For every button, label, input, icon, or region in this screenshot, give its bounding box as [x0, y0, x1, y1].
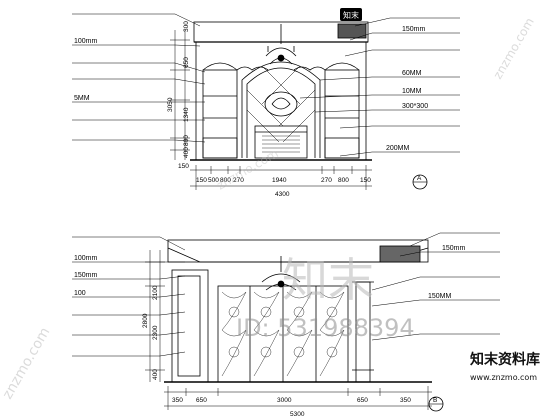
- left-valance: [236, 66, 269, 71]
- dim-b-bottom-1: 650: [196, 397, 207, 404]
- callout-b-right-3: 150MM: [428, 293, 452, 300]
- callout-b-left-2: 150mm: [74, 272, 98, 279]
- watermark-badge-text: 知末: [343, 10, 359, 20]
- right-base-cabinet: [324, 137, 360, 159]
- left-cabinet-crown: [202, 62, 238, 71]
- callout-a-right-3: 60MM: [402, 70, 422, 77]
- dim-a-bottom-2: 800: [220, 177, 231, 184]
- dim-a-bottom-7: 150: [360, 177, 371, 184]
- dim-a-bottom-4: 1940: [272, 177, 287, 184]
- ceiling-b-hatch: [379, 245, 421, 263]
- right-valance: [293, 66, 326, 71]
- dim-b-bottom-3: 650: [357, 397, 368, 404]
- elevation-b-left-callouts: 100mm 150mm 100: [74, 255, 98, 297]
- ceiling-cornice-hatch: [337, 23, 367, 39]
- watermark-site-name: 知末资料库: [470, 351, 540, 368]
- center-arch-inner: [246, 67, 316, 158]
- elevation-a-leaders: [72, 13, 460, 157]
- central-ornament: [264, 91, 298, 117]
- dim-a-vert-0: 3050: [167, 97, 174, 112]
- dim-b-vert-0: 2800: [142, 313, 149, 328]
- elevation-b: [164, 239, 432, 383]
- screen-ornament: [221, 291, 345, 377]
- dim-a-bottom-3: 270: [233, 177, 244, 184]
- left-base-cabinet: [202, 137, 238, 159]
- callout-a-right-4: 10MM: [402, 88, 422, 95]
- dim-a-overall: 4300: [275, 191, 290, 198]
- tag-b-number: B: [433, 397, 437, 404]
- watermark-diag-center: znzmo.com: [215, 146, 281, 192]
- ornament-detail: [271, 97, 291, 110]
- elevation-b-dimension-text: 2800 2100 2300 400 350 650 3000 650 350 …: [142, 285, 411, 418]
- callout-a-right-7: 200MM: [386, 145, 410, 152]
- elevation-a-dimension-text: 300 650 3050 1340 800 400 150 150 500 80…: [167, 21, 371, 198]
- dim-a-top-0: 300: [183, 21, 190, 32]
- watermark-diag-right-top: znzmo.com: [490, 15, 536, 81]
- center-arch: [241, 61, 321, 158]
- chandelier-a: [265, 24, 297, 65]
- callout-a-right-5: 300*300: [402, 103, 428, 110]
- callout-a-left-4: 5MM: [74, 95, 90, 102]
- left-cabinet: [202, 69, 238, 159]
- callout-a-right-1: 150mm: [402, 26, 426, 33]
- dim-b-overall: 5300: [290, 411, 305, 418]
- elevation-a-right-callouts: 150mm 60MM 10MM 300*300 200MM: [386, 26, 428, 152]
- elevation-a-tag: A: [412, 174, 428, 190]
- callout-b-right-1: 150mm: [442, 245, 466, 252]
- elevation-b-tag: B: [428, 396, 444, 412]
- dim-a-vert-3: 400: [183, 147, 190, 158]
- callout-a-left-1: 100mm: [74, 38, 98, 45]
- dim-a-vert-1: 1340: [183, 107, 190, 122]
- callout-b-left-1: 100mm: [74, 255, 98, 262]
- watermark-layer: 知末 知末 ID: 531988394 知末资料库 www.znzmo.com …: [0, 8, 540, 402]
- watermark-badge-icon: [340, 8, 362, 21]
- dim-b-bottom-0: 350: [172, 397, 183, 404]
- dim-a-top-1: 650: [183, 57, 190, 68]
- dim-b-bottom-2: 3000: [277, 397, 292, 404]
- elevation-b-right-callouts: 150mm 150MM: [428, 245, 466, 300]
- right-cabinet: [324, 69, 360, 159]
- dim-b-bottom-4: 350: [400, 397, 411, 404]
- console-cabinet: [254, 125, 308, 159]
- dim-b-vert-2: 2300: [152, 325, 159, 340]
- left-wall-panel: [171, 269, 209, 383]
- dim-b-vert-1: 2100: [152, 285, 159, 300]
- elevation-b-dimensions: [145, 250, 432, 410]
- dim-b-vert-3: 400: [152, 369, 159, 380]
- elevation-a-left-callouts: 100mm 5MM: [74, 38, 98, 102]
- dim-a-bottom-0: 150: [196, 177, 207, 184]
- console-louvers: [262, 135, 300, 153]
- watermark-logo-big: 知末: [282, 253, 374, 307]
- watermark-diag-left: znzmo.com: [0, 325, 53, 402]
- dim-a-vert-2: 800: [183, 135, 190, 146]
- elevation-a-dimensions: [170, 30, 372, 190]
- dim-a-bottom-6: 800: [338, 177, 349, 184]
- dim-a-bottom-1: 500: [208, 177, 219, 184]
- dim-a-vert-4: 150: [178, 163, 189, 170]
- callout-b-left-3: 100: [74, 290, 86, 297]
- dim-a-bottom-5: 270: [321, 177, 332, 184]
- diamond-lattice: [246, 65, 316, 143]
- left-glass-door: [177, 275, 201, 377]
- watermark-site-url: www.znzmo.com: [470, 373, 537, 382]
- tag-a-number: A: [417, 175, 422, 182]
- elevation-a: [190, 21, 372, 161]
- chandelier-b: [261, 256, 301, 291]
- right-cabinet-crown: [324, 62, 360, 71]
- elevation-b-leaders: [72, 232, 500, 357]
- watermark-id: ID: 531988394: [236, 314, 415, 342]
